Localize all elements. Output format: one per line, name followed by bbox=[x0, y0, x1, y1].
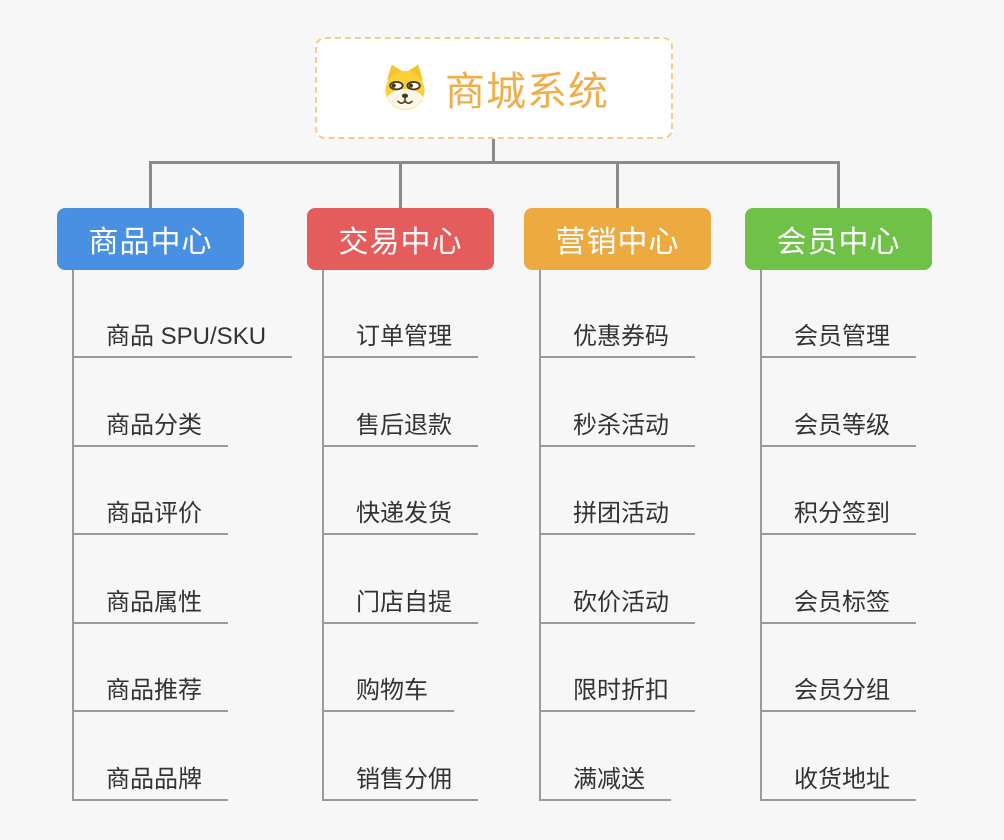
root-node[interactable]: 商城系统 bbox=[315, 37, 673, 139]
node-item[interactable]: 拼团活动 bbox=[541, 497, 695, 535]
branch-children-marketing: 优惠券码 秒杀活动 拼团活动 砍价活动 限时折扣 满减送 bbox=[539, 270, 695, 801]
branch-node-marketing-center[interactable]: 营销中心 bbox=[524, 208, 711, 270]
node-item[interactable]: 会员等级 bbox=[762, 409, 916, 447]
connector-drop-marketing bbox=[616, 161, 619, 209]
node-item[interactable]: 商品评价 bbox=[74, 497, 228, 535]
node-item[interactable]: 会员分组 bbox=[762, 674, 916, 712]
node-item[interactable]: 售后退款 bbox=[324, 409, 478, 447]
node-item[interactable]: 购物车 bbox=[324, 674, 454, 712]
branch-children-member: 会员管理 会员等级 积分签到 会员标签 会员分组 收货地址 bbox=[760, 270, 916, 801]
node-item[interactable]: 销售分佣 bbox=[324, 763, 478, 801]
node-item[interactable]: 满减送 bbox=[541, 763, 671, 801]
node-item[interactable]: 商品分类 bbox=[74, 409, 228, 447]
connector-drop-product bbox=[149, 161, 152, 209]
node-item[interactable]: 收货地址 bbox=[762, 763, 916, 801]
doge-dog-icon bbox=[385, 64, 425, 110]
node-item[interactable]: 限时折扣 bbox=[541, 674, 695, 712]
connector-drop-member bbox=[837, 161, 840, 209]
node-item[interactable]: 订单管理 bbox=[324, 320, 478, 358]
branch-children-product: 商品 SPU/SKU 商品分类 商品评价 商品属性 商品推荐 商品品牌 bbox=[72, 270, 293, 801]
node-item[interactable]: 门店自提 bbox=[324, 586, 478, 624]
node-item[interactable]: 秒杀活动 bbox=[541, 409, 695, 447]
branch-node-product-center[interactable]: 商品中心 bbox=[57, 208, 244, 270]
node-item[interactable]: 砍价活动 bbox=[541, 586, 695, 624]
branch-node-trade-center[interactable]: 交易中心 bbox=[307, 208, 494, 270]
node-item[interactable]: 商品属性 bbox=[74, 586, 228, 624]
branch-children-trade: 订单管理 售后退款 快递发货 门店自提 购物车 销售分佣 bbox=[322, 270, 478, 801]
node-item[interactable]: 商品 SPU/SKU bbox=[74, 320, 293, 358]
branch-node-member-center[interactable]: 会员中心 bbox=[745, 208, 932, 270]
node-item[interactable]: 会员管理 bbox=[762, 320, 916, 358]
node-item[interactable]: 会员标签 bbox=[762, 586, 916, 624]
node-item[interactable]: 商品推荐 bbox=[74, 674, 228, 712]
connector-horizontal-bar bbox=[149, 161, 840, 164]
root-title: 商城系统 bbox=[445, 70, 609, 114]
node-item[interactable]: 积分签到 bbox=[762, 497, 916, 535]
node-item[interactable]: 快递发货 bbox=[324, 497, 478, 535]
connector-drop-trade bbox=[399, 161, 402, 209]
connector-root-stub bbox=[492, 139, 495, 163]
node-item[interactable]: 商品品牌 bbox=[74, 763, 228, 801]
node-item[interactable]: 优惠券码 bbox=[541, 320, 695, 358]
